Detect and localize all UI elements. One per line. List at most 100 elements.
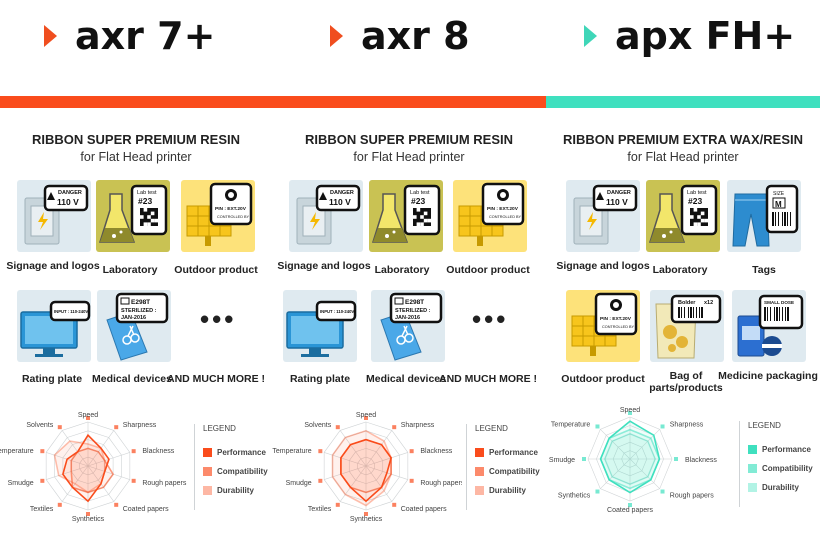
application-tile: DANGER 110 V (17, 180, 91, 252)
radar-spoke (46, 465, 89, 480)
axis-marker (40, 478, 45, 483)
bag-icon: Bolder x12 (655, 294, 722, 359)
axis-marker (392, 502, 397, 507)
product-subtitle: for Flat Head printer (80, 150, 192, 164)
label-text: INPUT : 110-240V (54, 309, 88, 314)
label-text: JAN-2016 (121, 315, 146, 321)
product-title: RIBBON SUPER PREMIUM RESIN (31, 132, 241, 147)
application-label: Outdoor product (174, 264, 258, 276)
radar-spoke (87, 465, 130, 480)
legend-swatch (748, 445, 757, 454)
radar-spoke (339, 430, 367, 467)
application-label: Laboratory (652, 264, 708, 276)
axis-label: Speed (356, 412, 376, 419)
label-text: DANGER (58, 190, 82, 196)
label-text: Lab test (137, 190, 157, 196)
more-dots-icon: ••• (200, 304, 237, 334)
axis-label: Sharpness (401, 422, 435, 429)
brand-name: axr 8 (361, 14, 470, 58)
axis-marker (57, 502, 62, 507)
label-text: CONTROLLED BY (217, 215, 250, 219)
axis-label: Speed (620, 407, 640, 414)
label-text: CONTROLLED BY (602, 325, 635, 329)
flask-icon: Lab test #23 (98, 184, 168, 243)
radar-spoke (600, 429, 631, 460)
flask-icon: Lab test #23 (371, 184, 441, 243)
label-text: #23 (411, 196, 425, 206)
application-tile: SMALL DOSE (732, 290, 806, 362)
axis-label: Rough papers (142, 480, 186, 487)
axis-marker (409, 449, 414, 454)
axis-label: Temperature (272, 448, 311, 455)
product-subtitle: for Flat Head printer (627, 150, 739, 164)
application-label: Medical devices (366, 373, 446, 385)
label-text: E298T (131, 299, 150, 306)
application-tile: INPUT : 110-240V (17, 290, 91, 362)
label-text: CONTROLLED BY (489, 215, 522, 219)
axis-label: Synthetics (72, 516, 105, 523)
application-label: Signage and logos (277, 260, 371, 272)
radar-series-durability (603, 432, 657, 486)
jeans-tag-icon: SIZE M (732, 184, 799, 247)
axis-marker (86, 512, 90, 516)
legend-label: Compatibility (217, 467, 268, 476)
axis-marker (57, 425, 62, 430)
axis-label: Blackness (685, 457, 717, 464)
electric-panel-icon: DANGER 110 V (296, 184, 361, 245)
application-tile: PIN : EXT.20V CONTROLLED BY (181, 180, 255, 252)
monitor-icon: INPUT : 110-240V (286, 300, 357, 357)
axis-marker (364, 416, 368, 420)
label-text: 110 V (57, 197, 79, 207)
label-text: DANGER (607, 190, 631, 196)
legend-item: Compatibility (203, 462, 268, 481)
radar-series-compatibility (70, 447, 115, 494)
axis-marker (114, 502, 119, 507)
chevron-right-icon (330, 25, 343, 47)
label-text: E298T (405, 299, 424, 306)
solar-panel-icon: PIN : EXT.20V CONTROLLED BY (571, 292, 638, 356)
electric-panel-icon: DANGER 110 V (573, 184, 638, 245)
axis-label: Textiles (308, 506, 332, 513)
application-label: AND MUCH MORE ! (439, 373, 537, 385)
orange-divider-bar (0, 96, 546, 108)
axis-marker (409, 478, 414, 483)
label-text: Lab test (687, 190, 707, 196)
legend-item: Performance (748, 440, 813, 459)
application-label: Laboratory (102, 264, 158, 276)
application-label: Bag of parts/products (649, 370, 723, 394)
legend-swatch (475, 486, 484, 495)
legend-label: Durability (217, 486, 254, 495)
application-tile: PIN : EXT.20V CONTROLLED BY (453, 180, 527, 252)
axis-marker (318, 478, 323, 483)
axis-marker (40, 449, 45, 454)
brand-name: axr 7+ (75, 14, 216, 58)
axis-label: Synthetics (558, 492, 591, 499)
axis-label: Textiles (30, 506, 54, 513)
flask-icon: Lab test #23 (648, 184, 718, 243)
axis-label: Speed (78, 412, 98, 419)
radar-series-durability (331, 429, 392, 507)
brand-name: apx FH+ (615, 14, 796, 58)
label-text: x12 (704, 300, 713, 306)
legend-item: Compatibility (475, 462, 540, 481)
axis-marker (335, 425, 340, 430)
axis-label: Rough papers (670, 492, 714, 499)
application-label: Rating plate (289, 373, 351, 385)
chevron-right-icon (584, 25, 597, 47)
axis-marker (364, 512, 368, 516)
chevron-right-icon (44, 25, 57, 47)
label-text: M (775, 200, 782, 209)
application-tile: INPUT : 110-240V (283, 290, 357, 362)
product-column-axr7plus: RIBBON SUPER PREMIUM RESIN for Flat Head … (0, 108, 272, 537)
label-text: INPUT : 110-240V (320, 309, 354, 314)
legend-title: LEGEND (748, 421, 781, 430)
glove-scissors-icon: E298T STERILIZED : JAN-2016 (380, 292, 443, 361)
axis-marker (674, 457, 678, 461)
legend-label: Durability (489, 486, 526, 495)
axis-label: Synthetics (350, 516, 383, 523)
